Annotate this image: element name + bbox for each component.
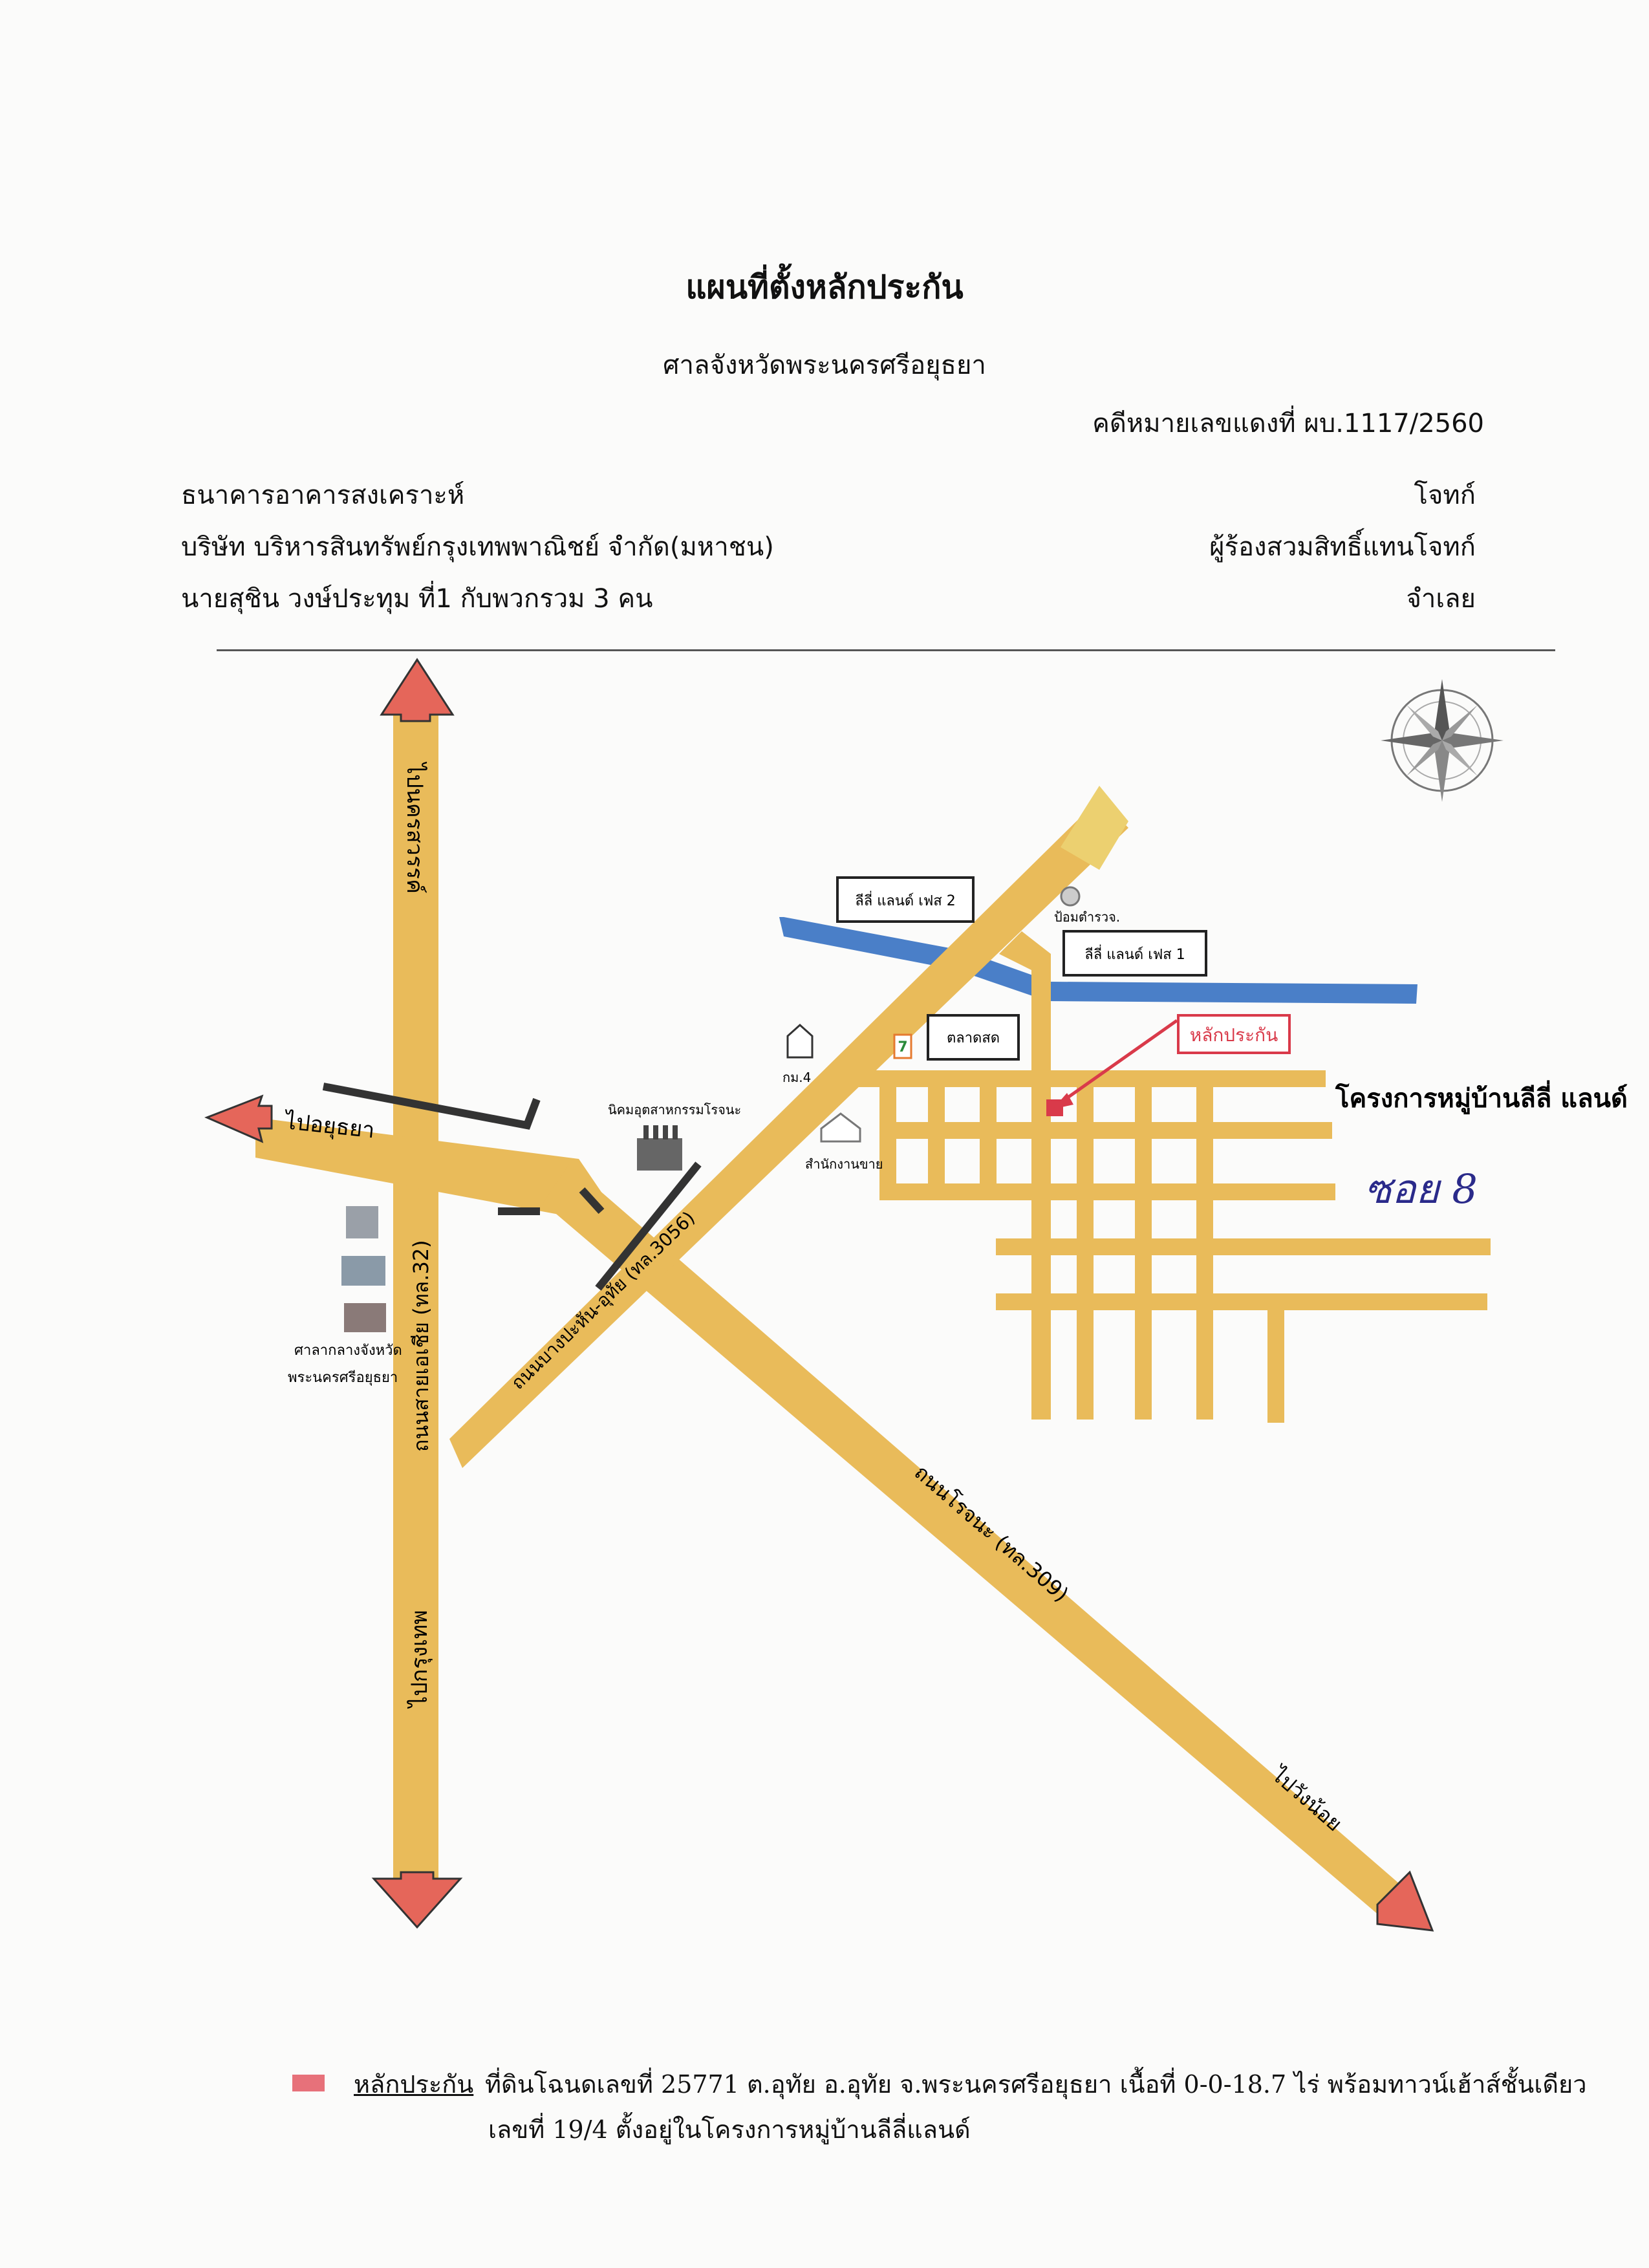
label-asia-road: ถนนสายเอเชีย (ทล.32): [409, 1240, 433, 1452]
seven-eleven-text: 7: [898, 1039, 907, 1055]
legend-title: หลักประกัน: [354, 2070, 474, 2099]
label-to-bangkok: ไปกรุงเทพ: [407, 1610, 433, 1709]
party-role-3: จำเลย: [1406, 584, 1476, 614]
collateral-tag-label: หลักประกัน: [1190, 1024, 1278, 1046]
roads-layer: [204, 658, 1491, 1932]
collateral-pointer: [1059, 1019, 1178, 1105]
police-label: ป้อมตำรวจ.: [1054, 909, 1120, 925]
road-rojana: [543, 1164, 1408, 1919]
sales-office-label: สำนักงานขาย: [805, 1156, 883, 1172]
sales-office-icon: [820, 1112, 861, 1143]
lili-phase1-label: ลีลี่ แลนด์ เฟส 1: [1084, 944, 1185, 963]
arrow-southeast: [1376, 1870, 1434, 1932]
lili-phase2-box: [836, 876, 975, 923]
party-name-3: นายสุชิน วงษ์ประทุม ที่1 กับพวกรวม 3 คน: [181, 584, 653, 614]
provincial-label-2: พระนครศรีอยุธยา: [288, 1370, 398, 1386]
party-role-2: ผู้ร้องสวมสิทธิ์แทนโจทก์: [1209, 532, 1476, 562]
provincial-hall-icon: [344, 1303, 386, 1332]
seven-eleven-icon: [893, 1033, 912, 1059]
legend-line-2: เลขที่ 19/4 ตั้งอยู่ในโครงการหมู่บ้านลีล…: [488, 2115, 971, 2144]
party-name-2: บริษัท บริหารสินทรัพย์กรุงเทพพาณิชย์ จำก…: [181, 532, 774, 562]
police-box-icon: [1060, 886, 1081, 907]
collateral-pointer-head: [1053, 1093, 1073, 1109]
compass-rose-icon: [1381, 679, 1503, 802]
project-label: โครงการหมู่บ้านลีลี่ แลนด์: [1335, 1080, 1628, 1114]
legend-line-1: ที่ดินโฉนดเลขที่ 25771 ต.อุทัย อ.อุทัย จ…: [485, 2070, 1587, 2099]
header-separator: [217, 649, 1555, 651]
market-label: ตลาดสด: [947, 1030, 1000, 1046]
legend-swatch: [292, 2075, 325, 2091]
page-title: แผนที่ตั้งหลักประกัน: [685, 268, 964, 306]
kbank-label: กม.4: [782, 1070, 811, 1085]
river: [779, 917, 1417, 1004]
lili-phase2-label: ลีลี่ แลนด์ เฟส 2: [855, 891, 955, 909]
lili-phase1-box: [1062, 930, 1207, 977]
factory-label: นิคมอุตสาหกรรมโรจนะ: [608, 1102, 741, 1118]
kbank-house-icon: [786, 1023, 814, 1059]
road-bangpahan-north: [1061, 786, 1128, 870]
bank-logo-icon: [346, 1206, 378, 1238]
arrow-south: [371, 1871, 463, 1929]
soi-note: ซอย 8: [1364, 1165, 1478, 1213]
factory-icon: [637, 1125, 682, 1171]
provincial-label-1: ศาลากลางจังหวัด: [294, 1343, 402, 1359]
market-box: [927, 1014, 1020, 1061]
road-to-ayutthaya: [255, 1118, 608, 1248]
court-name: ศาลจังหวัดพระนครศรีอยุธยา: [663, 351, 986, 380]
store-logo-icon: [341, 1256, 385, 1286]
overpass-markers: [322, 1083, 702, 1291]
label-to-nakhon-sawan: ไปนครสวรรค์: [402, 761, 427, 894]
case-number: คดีหมายเลขแดงที่ ผบ.1117/2560: [1092, 409, 1484, 438]
road-branch: [999, 931, 1051, 1074]
village-grid: [841, 1070, 1491, 1423]
arrow-west: [204, 1094, 273, 1143]
road-asia-highway: [393, 708, 438, 1898]
landmarks-layer: ลีลี่ แลนด์ เฟส 2 ลีลี่ แลนด์ เฟส 1 ป้อม…: [288, 876, 1628, 1386]
collateral-tag-box: [1177, 1014, 1291, 1054]
party-role-1: โจทก์: [1414, 481, 1476, 510]
party-name-1: ธนาคารอาคารสงเคราะห์: [181, 481, 465, 510]
direction-arrows: [204, 658, 1434, 1932]
arrow-north: [380, 658, 455, 722]
road-bangpahan: [449, 799, 1128, 1468]
